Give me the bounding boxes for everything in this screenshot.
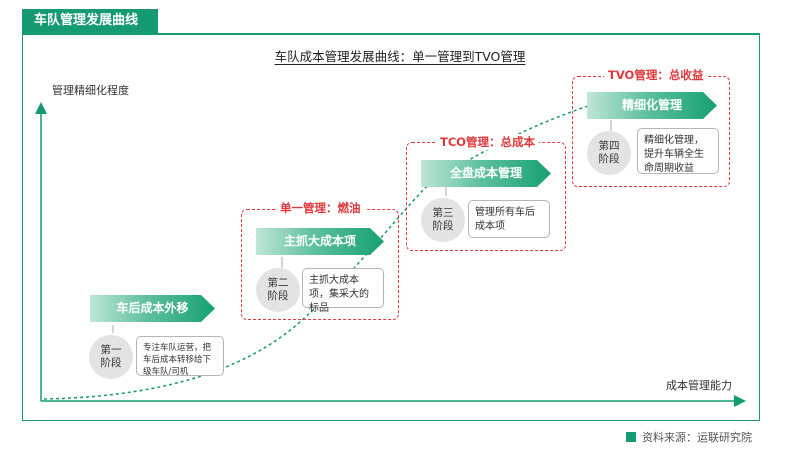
y-axis-label: 管理精细化程度 [52, 84, 129, 97]
diagram-title: 车队成本管理发展曲线：单一管理到TVO管理 [274, 49, 526, 64]
figure-frame [22, 33, 760, 421]
stage-4-description: 精细化管理，提升车辆全生命周期收益 [637, 128, 719, 174]
stage-2-tag: 单一管理：燃油 [276, 200, 365, 216]
stage-4-circle: 第四阶段 [587, 131, 631, 175]
stage-2-description: 主抓大成本项，集采大的标品 [302, 268, 384, 314]
stage-1-circle: 第一阶段 [89, 335, 133, 379]
stage-3-band: 全盘成本管理 [421, 160, 551, 187]
x-axis-label: 成本管理能力 [666, 379, 732, 392]
report-section-title: 车队管理发展曲线 [22, 9, 158, 33]
stage-1-description: 专注车队运营，把车后成本转移给下级车队/司机 [136, 336, 224, 377]
stage-3-description: 管理所有车后成本项 [468, 200, 550, 238]
stage-3-tag: TCO管理：总成本 [436, 134, 540, 150]
stage-3-circle: 第三阶段 [421, 198, 465, 242]
stage-4-band: 精细化管理 [587, 92, 717, 119]
source-text: 资料来源：运联研究院 [642, 431, 752, 444]
stage-4-tag: TVO管理：总收益 [604, 67, 708, 83]
source-note: 资料来源：运联研究院 [626, 429, 752, 445]
stage-1-band: 车后成本外移 [90, 295, 215, 322]
growth-curve [43, 94, 626, 400]
stage-2-circle: 第二阶段 [256, 268, 300, 312]
source-square-icon [626, 432, 636, 442]
stage-2-band: 主抓大成本项 [256, 228, 384, 255]
